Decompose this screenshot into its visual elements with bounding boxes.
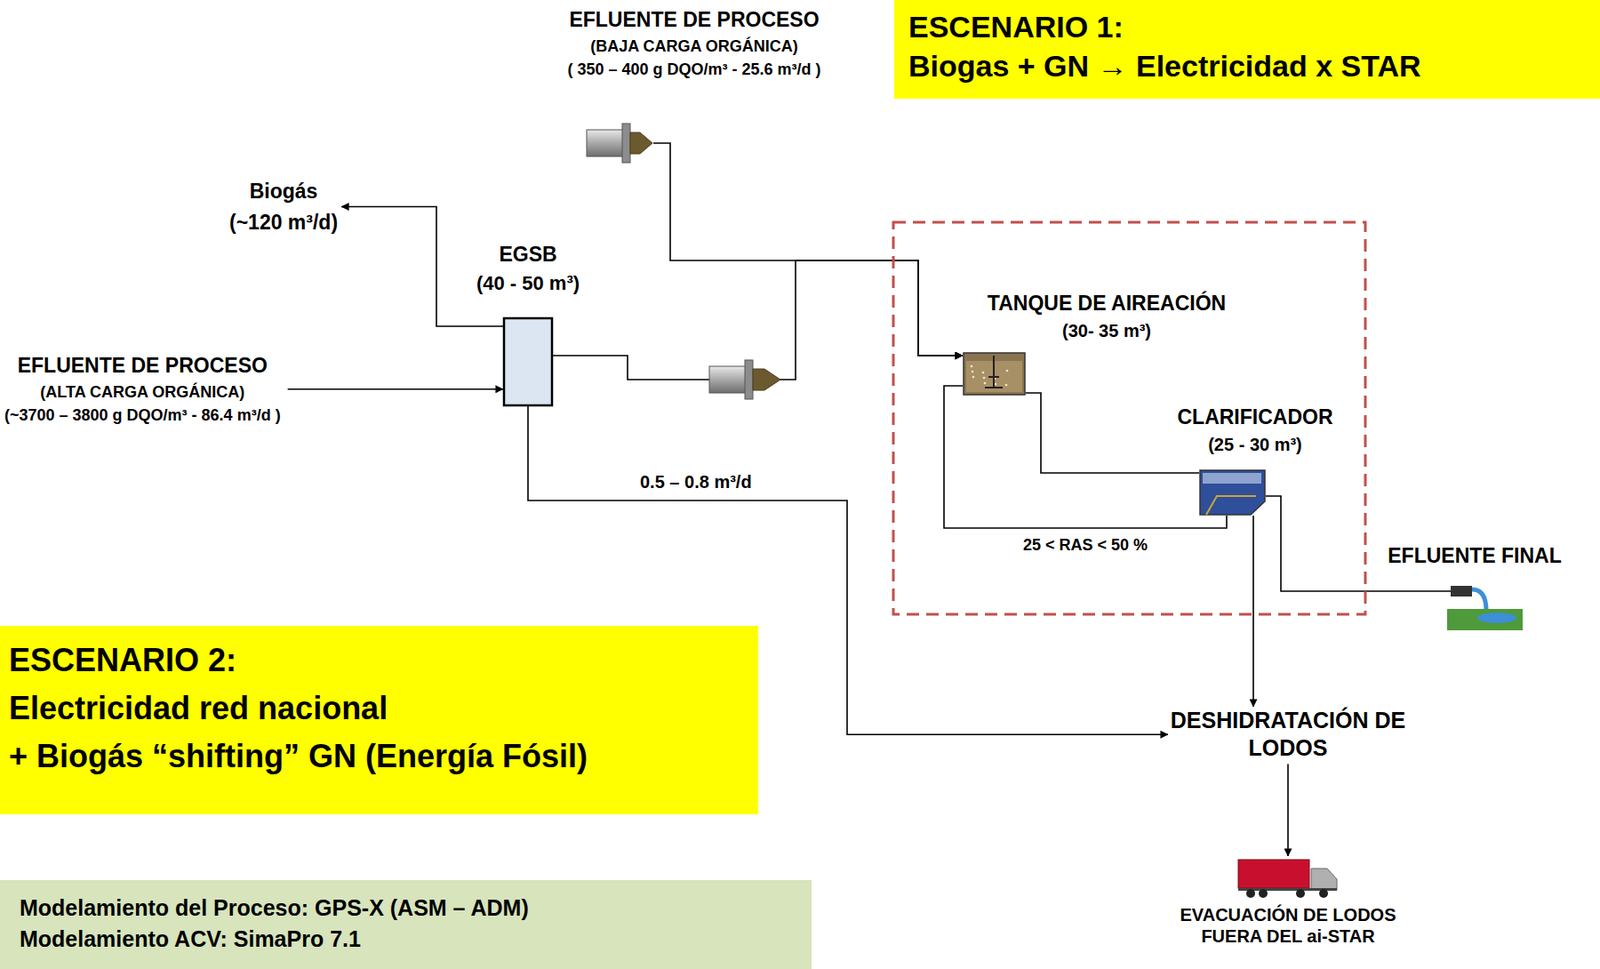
truck-wheel	[1296, 888, 1305, 898]
flow-line	[653, 143, 963, 356]
node-title: ESCENARIO 1:	[908, 7, 1586, 47]
outlet-pipe	[1450, 585, 1472, 597]
node-title: EVACUACIÓN DE LODOS FUERA DEL ai-STAR	[1154, 904, 1422, 947]
truck-wheel	[1319, 888, 1328, 898]
reactor-box: EGSB(40 - 50 m³)	[503, 317, 553, 407]
edge-label: 0.5 – 0.8 m³/d	[637, 472, 755, 493]
node-text: (25 - 30 m³)	[1176, 432, 1333, 458]
ground	[1447, 608, 1523, 631]
air-bubble	[972, 376, 976, 379]
node-heading: TANQUE DE AIREACIÓN(30- 35 m³)	[987, 288, 1226, 344]
flow-line	[288, 388, 504, 391]
pump-symbol	[709, 360, 781, 400]
node-title: TANQUE DE AIREACIÓN	[987, 288, 1226, 319]
node-text: (~3700 – 3800 g DQO/m³ - 86.4 m³/d )	[4, 403, 281, 427]
node-heading: EVACUACIÓN DE LODOS FUERA DEL ai-STAR	[1154, 904, 1422, 947]
truck-wheel	[1258, 888, 1268, 898]
inlet-stream: EFLUENTE DE PROCESO(ALTA CARGA ORGÁNICA)…	[4, 351, 281, 428]
flow-arrow	[630, 132, 653, 154]
note-box: Modelamiento del Proceso: GPS-X (ASM – A…	[0, 880, 812, 969]
node-text: Biogas + GN → Electricidad x STAR	[908, 46, 1586, 86]
node-text: (~120 m³/d)	[229, 207, 338, 239]
node-title: EGSB	[476, 240, 580, 270]
process-step: DESHIDRATACIÓN DE LODOS	[1168, 706, 1408, 763]
flow-line	[341, 207, 504, 328]
pipe-icon	[586, 122, 654, 164]
biogas-output: Biogás(~120 m³/d)	[229, 176, 338, 238]
air-bubble	[970, 365, 974, 368]
air-bubble	[1005, 384, 1008, 387]
node-text: + Biogás “shifting” GN (Energía Fósil)	[8, 732, 750, 781]
pipe-flange	[622, 123, 631, 163]
node-title: EFLUENTE DE PROCESO	[4, 351, 281, 381]
node-text: (40 - 50 m³)	[476, 269, 580, 298]
truck-trailer	[1238, 859, 1310, 888]
truck-wheel	[1246, 888, 1256, 898]
flow-line	[552, 260, 963, 380]
aeration-tank: TANQUE DE AIREACIÓN(30- 35 m³)	[962, 352, 1026, 396]
flow-line	[1265, 496, 1448, 592]
node-heading: EGSB(40 - 50 m³)	[476, 240, 580, 298]
clar-icon	[1199, 469, 1266, 516]
scenario-band: ESCENARIO 1:Biogas + GN → Electricidad x…	[894, 0, 1600, 99]
node-heading: EFLUENTE DE PROCESO(BAJA CARGA ORGÁNICA)…	[567, 5, 821, 82]
node-title: EFLUENTE DE PROCESO	[567, 5, 821, 35]
air-bubble	[982, 371, 985, 375]
node-text: (BAJA CARGA ORGÁNICA)	[567, 34, 821, 58]
receiving-water	[1477, 612, 1517, 624]
edge-label: 25 < RAS < 50 %	[1020, 536, 1151, 555]
truck-cab	[1311, 868, 1337, 890]
flow-line	[1025, 392, 1200, 473]
node-text: ( 350 – 400 g DQO/m³ - 25.6 m³/d )	[567, 57, 821, 81]
air-bubble	[983, 376, 986, 380]
air-bubble	[994, 383, 998, 386]
node-title: CLARIFICADOR	[1176, 402, 1333, 432]
node-text: Electricidad red nacional	[8, 684, 750, 733]
node-title: EFLUENTE FINAL	[1387, 543, 1562, 570]
air-bubble	[984, 382, 987, 385]
pump-body	[709, 366, 747, 393]
sludge-truck: EVACUACIÓN DE LODOS FUERA DEL ai-STAR	[1238, 857, 1338, 899]
outlet-icon	[1447, 584, 1523, 631]
node-title: DESHIDRATACIÓN DE LODOS	[1168, 706, 1408, 763]
pump-arrow	[752, 368, 781, 391]
scenario-band: ESCENARIO 2:Electricidad red nacional+ B…	[0, 625, 759, 815]
pump-flange	[744, 360, 753, 400]
pipe-stub	[1447, 590, 1451, 592]
flow-line	[1287, 764, 1289, 857]
water-jet	[1472, 589, 1487, 611]
aerator	[984, 355, 1003, 388]
clear-water	[1202, 472, 1262, 484]
clarifier-outline	[1200, 470, 1265, 515]
node-text: (ALTA CARGA ORGÁNICA)	[4, 380, 281, 404]
node-heading: EFLUENTE FINAL	[1387, 543, 1562, 570]
air-bubble	[971, 370, 975, 374]
node-text: Modelamiento ACV: SimaPro 7.1	[19, 923, 792, 955]
flow-line	[1252, 515, 1255, 707]
reactor-outline	[504, 318, 552, 406]
treatment-boundary	[893, 222, 1366, 615]
tank-icon	[962, 352, 1026, 396]
box-icon	[503, 317, 553, 407]
inlet-pipe: EFLUENTE DE PROCESO(BAJA CARGA ORGÁNICA)…	[586, 122, 654, 164]
node-title: Modelamiento del Proceso: GPS-X (ASM – A…	[19, 892, 792, 924]
sludge-blanket	[1206, 496, 1256, 515]
tank-outline	[963, 352, 1025, 395]
air-bubble	[1006, 369, 1009, 373]
final-outlet: EFLUENTE FINAL	[1447, 584, 1523, 631]
truck-icon	[1238, 857, 1338, 899]
clarifier: CLARIFICADOR(25 - 30 m³)	[1199, 469, 1266, 516]
pipe-body	[586, 129, 624, 157]
node-heading: CLARIFICADOR(25 - 30 m³)	[1176, 402, 1333, 458]
node-text: (30- 35 m³)	[987, 318, 1226, 344]
node-title: ESCENARIO 2:	[8, 636, 750, 685]
node-title: Biogás	[229, 176, 338, 208]
